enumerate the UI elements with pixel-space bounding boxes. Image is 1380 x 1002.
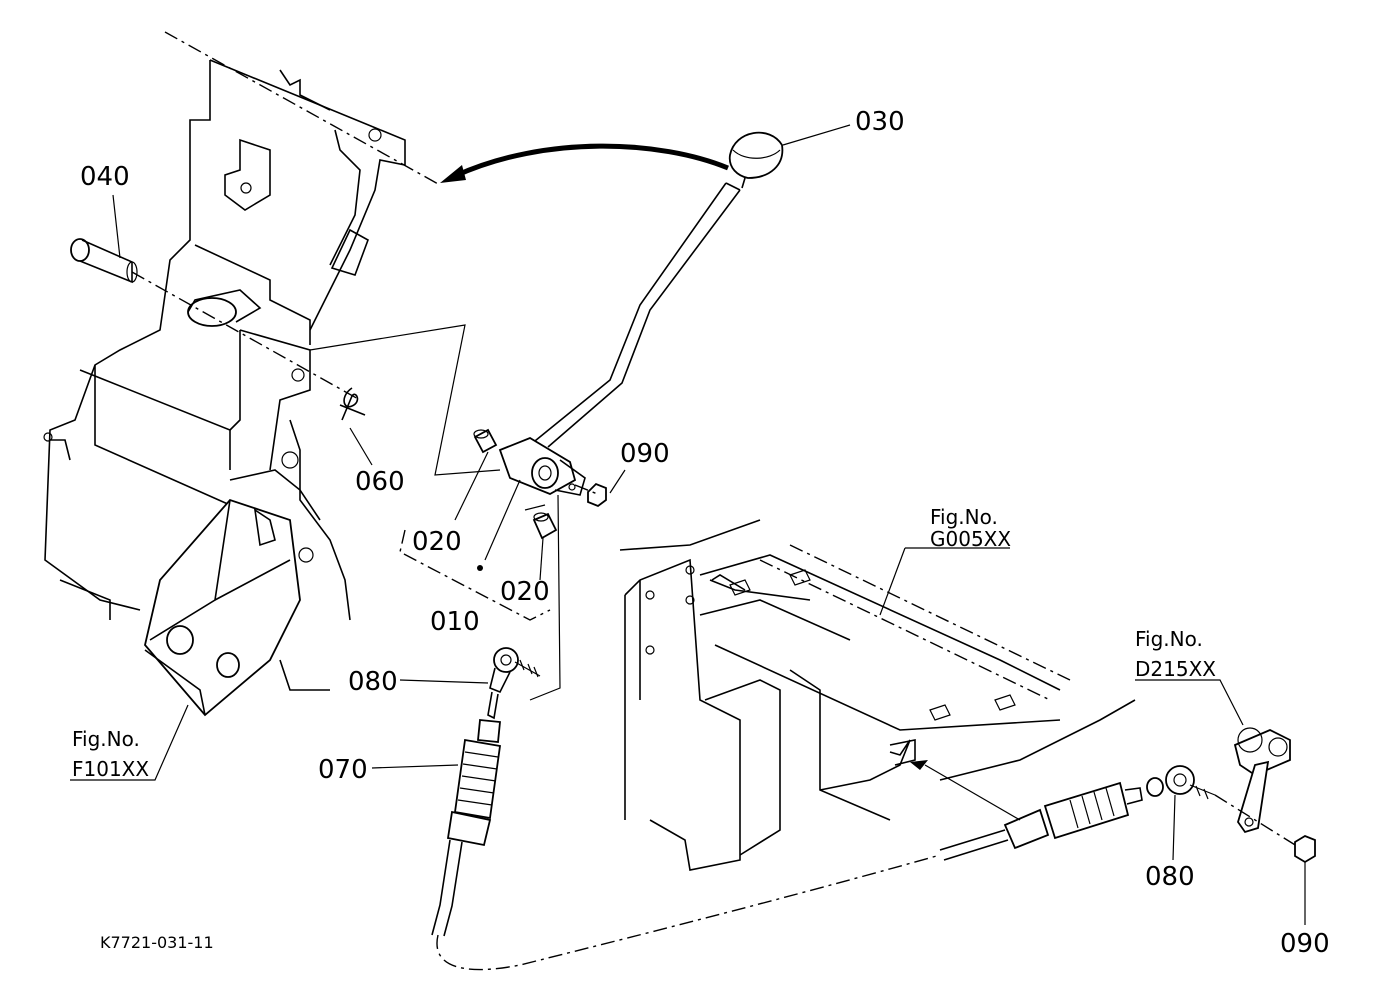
part-060-clip (339, 387, 366, 421)
reference-arrow (440, 143, 729, 183)
figref-f101-line1: Fig.No. (72, 727, 140, 751)
leader-lines (70, 124, 1306, 925)
label-020-left: 020 (412, 527, 462, 557)
drawing-code: K7721-031-11 (100, 933, 214, 952)
figref-d215-line2: D215XX (1135, 657, 1216, 681)
part-040-pin (70, 238, 361, 401)
part-020-bushing-bottom (532, 512, 558, 540)
assembly-outline (309, 324, 561, 701)
figref-g005-line2: G005XX (930, 527, 1011, 551)
label-030: 030 (855, 107, 905, 137)
label-090-upper: 090 (620, 439, 670, 469)
arm-d215 (1214, 727, 1301, 849)
figref-f101-line2: F101XX (72, 757, 149, 781)
figref-g005-line1: Fig.No. (930, 505, 998, 529)
label-020-right: 020 (500, 577, 550, 607)
part-010-lever (477, 182, 741, 571)
part-labels: 030 040 060 090 020 020 010 080 070 080 … (80, 107, 1330, 959)
part-080-balljoint-lower (1146, 765, 1216, 800)
label-080-upper: 080 (348, 667, 398, 697)
frame-base (619, 519, 1136, 871)
figure-references: Fig.No. G005XX Fig.No. D215XX Fig.No. F1… (72, 505, 1216, 781)
label-040: 040 (80, 162, 130, 192)
part-030-knob (728, 131, 784, 189)
label-060: 060 (355, 467, 405, 497)
label-090-lower: 090 (1280, 929, 1330, 959)
label-010: 010 (430, 607, 480, 637)
part-090-nut-lower (1294, 834, 1316, 864)
label-070: 070 (318, 755, 368, 785)
frame-bracket (43, 31, 441, 717)
part-090-nut-upper (574, 482, 607, 508)
part-080-balljoint-upper (489, 647, 541, 694)
part-070-cable (431, 691, 1143, 971)
label-080-lower: 080 (1145, 862, 1195, 892)
figref-d215-line1: Fig.No. (1135, 627, 1203, 651)
part-020-bushing-top (473, 428, 498, 454)
